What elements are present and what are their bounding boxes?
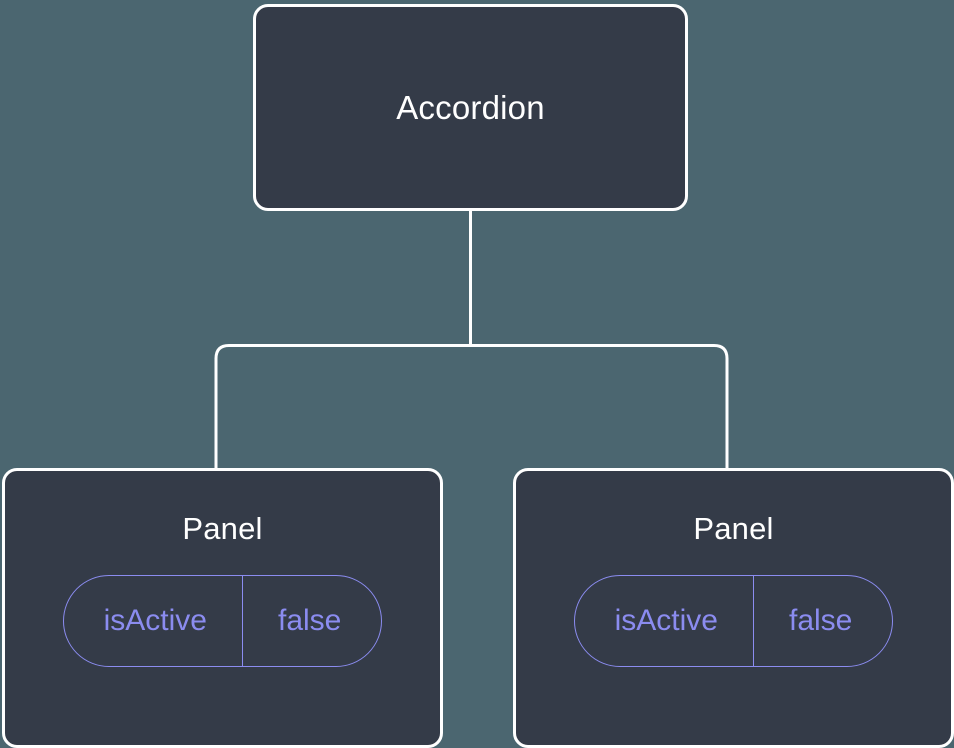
prop-key-isactive: isActive [103, 604, 207, 637]
node-panel-1-label: Panel [182, 511, 263, 546]
node-panel-1[interactable]: Panel isActive false [2, 468, 443, 748]
node-accordion-label: Accordion [396, 89, 545, 126]
edge-root-to-panel-1 [214, 344, 471, 470]
edge-root-to-panel-2 [470, 344, 729, 470]
node-panel-2[interactable]: Panel isActive false [513, 468, 954, 748]
prop-pill-panel-2[interactable]: isActive false [573, 575, 894, 667]
prop-value-isactive: false [241, 576, 381, 666]
prop-value-isactive: false [752, 576, 892, 666]
node-accordion[interactable]: Accordion [253, 4, 688, 211]
node-panel-2-label: Panel [693, 511, 774, 546]
prop-pill-panel-1[interactable]: isActive false [62, 575, 383, 667]
prop-key-isactive: isActive [614, 604, 718, 637]
